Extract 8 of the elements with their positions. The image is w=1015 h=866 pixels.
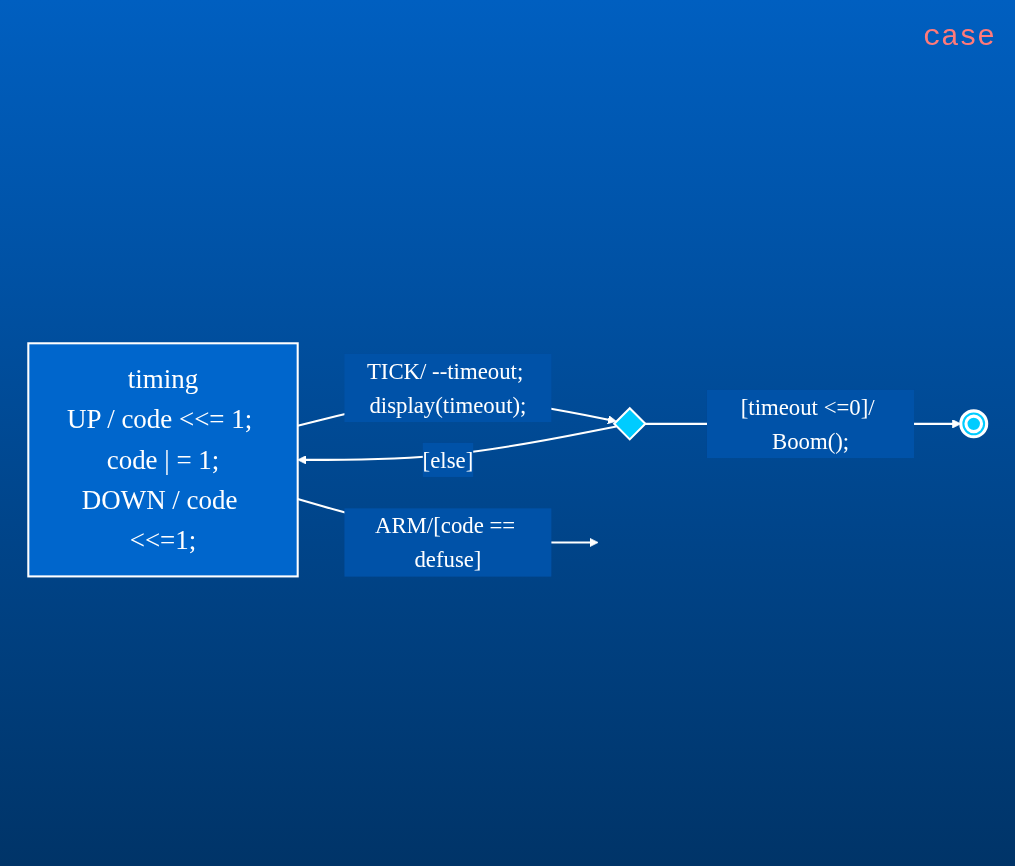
node-diamond — [612, 406, 647, 441]
edge-label: ARM/[code == defuse] — [374, 512, 516, 573]
node-box: timing UP / code <<= 1; code | = 1; DOWN / code <<=1; — [27, 342, 299, 578]
node-circle — [959, 409, 989, 439]
edge-label: TICK/ --timeout; display(timeout); — [366, 357, 527, 418]
code-keyword: case — [923, 20, 995, 54]
edge-label: [timeout <=0]/ Boom(); — [740, 393, 875, 454]
edge-label: [else] — [422, 446, 474, 473]
